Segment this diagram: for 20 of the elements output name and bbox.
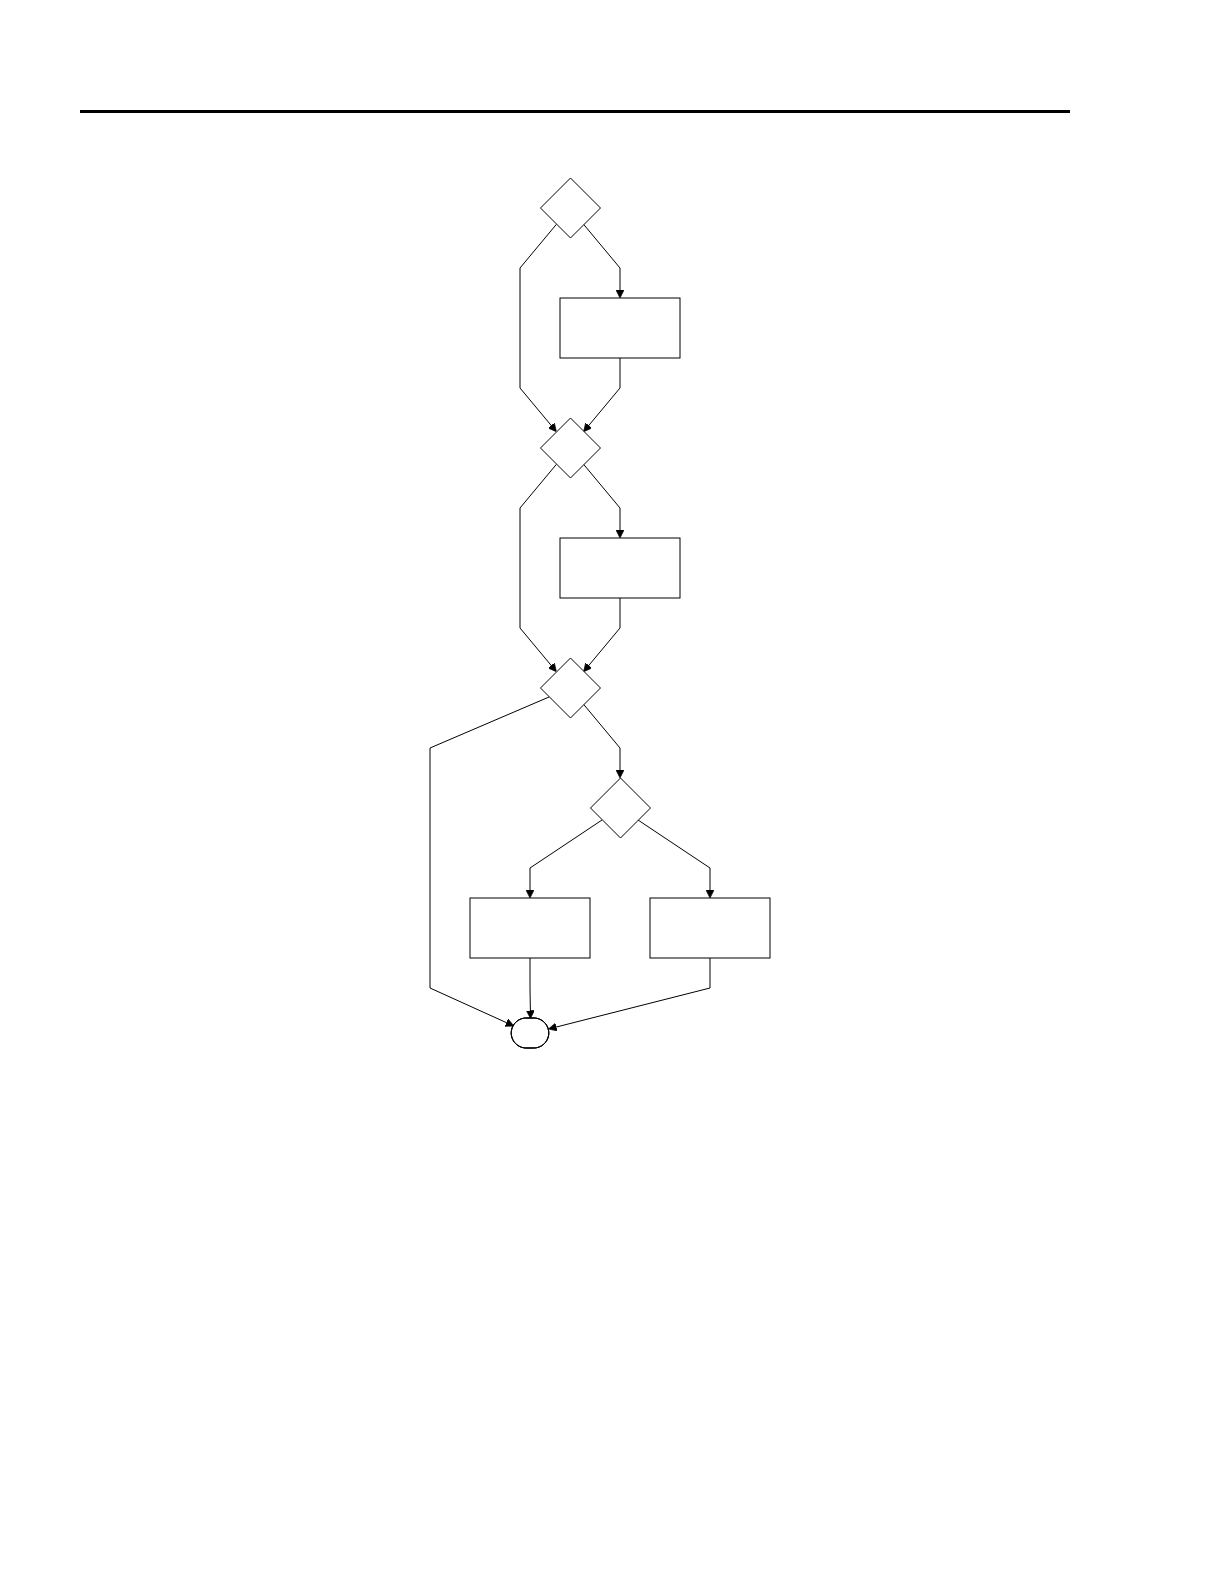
node-diamond bbox=[590, 777, 651, 839]
arrow bbox=[429, 696, 550, 1027]
arrow bbox=[525, 819, 603, 899]
node-diamond bbox=[540, 177, 601, 239]
arrow bbox=[519, 223, 557, 433]
node-box bbox=[559, 537, 681, 599]
node-box bbox=[469, 897, 591, 959]
arrow bbox=[583, 463, 625, 539]
arrow bbox=[525, 957, 535, 1019]
arrow bbox=[548, 957, 711, 1032]
arrow bbox=[583, 703, 625, 779]
arrow bbox=[637, 819, 715, 899]
node-diamond bbox=[540, 657, 601, 719]
node-diamond bbox=[540, 417, 601, 479]
arrow bbox=[583, 223, 625, 299]
arrow bbox=[583, 597, 621, 673]
arrow bbox=[583, 357, 621, 433]
arrow bbox=[519, 463, 557, 673]
node-box bbox=[649, 897, 771, 959]
node-box bbox=[559, 297, 681, 359]
